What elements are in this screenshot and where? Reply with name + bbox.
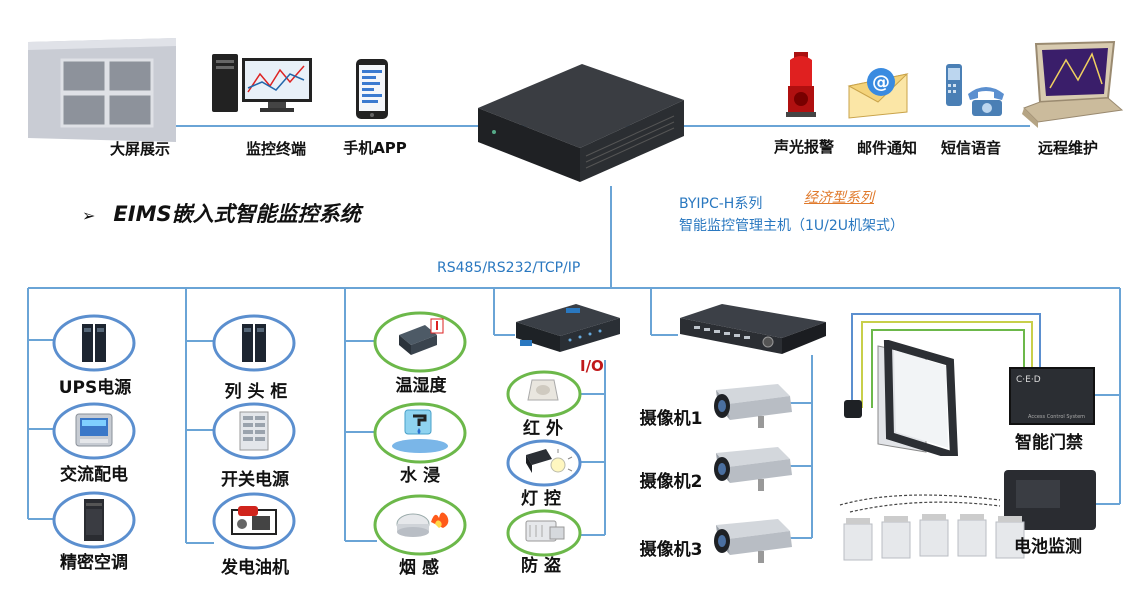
label-ups: UPS电源	[58, 378, 132, 398]
label-monitor-terminal: 监控终端	[245, 140, 307, 158]
email-notice-icon: @	[847, 68, 909, 119]
label-alarm: 声光报警	[773, 138, 835, 156]
title-bullet: ➢	[82, 206, 96, 225]
host-series-label: BYIPC-H系列	[679, 196, 763, 212]
label-email: 邮件通知	[856, 139, 918, 157]
dvr-icon	[680, 304, 826, 354]
label-big-screen: 大屏展示	[109, 140, 171, 158]
mobile-app-icon	[356, 59, 388, 119]
label-column-head: 列 头 柜	[224, 382, 288, 402]
label-battery-monitor: 电池监测	[1014, 537, 1082, 557]
label-remote: 远程维护	[1037, 139, 1099, 157]
protocol-label: RS485/RS232/TCP/IP	[437, 260, 581, 276]
camera-1-icon	[714, 384, 792, 428]
page-title: ➢ EIMS嵌入式智能监控系统	[82, 198, 361, 228]
io-label: I/O	[580, 357, 604, 375]
host-desc-label: 智能监控管理主机（1U/2U机架式）	[679, 218, 905, 234]
host-server-icon	[478, 64, 684, 182]
door-icon	[877, 340, 959, 456]
label-camera-2: 摄像机2	[639, 472, 703, 492]
label-switch-power: 开关电源	[221, 470, 289, 490]
precision-ac-icon	[52, 491, 136, 549]
camera-3-icon	[714, 519, 792, 563]
label-light-control: 灯 控	[521, 489, 561, 509]
water-leak-icon	[373, 402, 467, 464]
temp-humidity-icon	[373, 311, 467, 373]
access-controller-icon: C·E·D Access Control System	[1009, 367, 1095, 425]
label-temp-humidity: 温湿度	[395, 376, 447, 396]
svg-text:@: @	[872, 72, 890, 93]
title-text: EIMS嵌入式智能监控系统	[113, 202, 361, 226]
switch-power-icon	[212, 402, 296, 460]
svg-text:Access Control System: Access Control System	[1028, 414, 1085, 420]
label-smoke: 烟 感	[399, 558, 439, 578]
infrared-sensor-icon	[506, 370, 582, 418]
label-ac-distribution: 交流配电	[60, 465, 128, 485]
generator-icon	[212, 492, 296, 550]
monitor-terminal-icon	[212, 54, 312, 112]
economy-series-label: 经济型系列	[804, 190, 874, 206]
card-reader-icon	[844, 400, 862, 418]
column-head-cabinet-icon	[212, 314, 296, 372]
label-access-control: 智能门禁	[1015, 433, 1083, 453]
camera-2-icon	[714, 447, 792, 491]
label-anti-theft: 防 盗	[521, 556, 561, 576]
ac-distribution-icon	[52, 402, 136, 460]
sms-voice-icon	[946, 64, 1004, 116]
remote-maintenance-icon	[1022, 40, 1124, 128]
label-sms: 短信语音	[940, 139, 1002, 157]
svg-text:C·E·D: C·E·D	[1016, 375, 1041, 385]
io-module-icon	[516, 304, 620, 352]
ups-power-icon	[52, 314, 136, 372]
alarm-light-icon	[786, 52, 816, 117]
label-camera-3: 摄像机3	[639, 540, 703, 560]
label-mobile-app: 手机APP	[343, 139, 407, 157]
label-generator: 发电油机	[221, 558, 289, 578]
big-screen-icon	[28, 38, 176, 142]
battery-bank-icon	[843, 470, 1096, 561]
anti-theft-icon	[506, 509, 582, 557]
light-control-icon	[506, 439, 582, 487]
smoke-detector-icon	[373, 494, 467, 556]
label-precision-ac: 精密空调	[60, 553, 128, 573]
label-water-leak: 水 浸	[400, 466, 440, 486]
label-camera-1: 摄像机1	[639, 409, 703, 429]
label-infrared: 红 外	[523, 419, 563, 439]
